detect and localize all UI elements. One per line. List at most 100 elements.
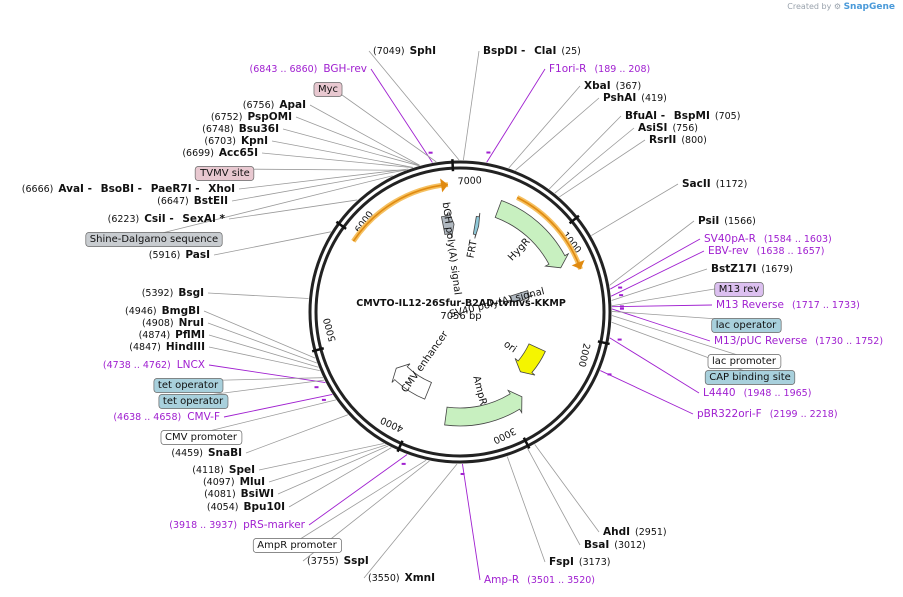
enzyme-position: (4908) (142, 318, 174, 329)
tick-mark (597, 340, 610, 346)
enzyme-name: KpnI (241, 135, 268, 147)
backbone-ring (308, 160, 612, 464)
feature-HygR (494, 199, 570, 269)
leader-line (203, 310, 316, 359)
primer-mark (607, 373, 612, 376)
enzyme-label-BsgI: (5392)BsgI (142, 287, 204, 299)
enzyme-name: PsiI (698, 215, 719, 227)
leader-line (224, 168, 405, 171)
enzyme-position: (7049) (373, 46, 405, 57)
primer-mark (401, 462, 406, 465)
enzyme-name: BsgI (178, 287, 204, 299)
leader-line (258, 443, 384, 471)
feature-tag-tet-operator-1 (153, 378, 224, 393)
feature-label-ori: ori (501, 339, 518, 355)
enzyme-position: (5916) (149, 250, 181, 261)
enzyme-name: SnaBI (208, 447, 242, 459)
leader-line (591, 183, 679, 236)
enzyme-position: (6756) (243, 100, 275, 111)
enzyme-name: XmnI (405, 572, 435, 584)
enzyme-name: BspDI (483, 45, 517, 57)
leader-line (231, 169, 406, 202)
leader-line (368, 50, 460, 161)
enzyme-label-Bsu36I: (6748)Bsu36I (202, 123, 279, 135)
enzyme-name: PasI (185, 249, 210, 261)
leader-line (207, 322, 317, 364)
enzyme-label-XbaI: XbaI(367) (584, 80, 641, 92)
primer-mark (486, 151, 491, 154)
primer-name: EBV-rev (708, 245, 749, 257)
enzyme-label-FspI: FspI (3173) (549, 556, 610, 568)
leader-line (611, 308, 711, 342)
enzyme-name: - (166, 213, 178, 225)
enzyme-label-Bpu10I: (4054)Bpu10I (207, 501, 285, 513)
leader-line (559, 139, 646, 198)
primer-label-CMV-F: (4638 .. 4658)CMV-F (113, 411, 220, 423)
feature-tag-text: M13 rev (719, 284, 760, 295)
primer-position: (4638 .. 4658) (113, 412, 181, 423)
tick-label: 3000 (491, 425, 518, 446)
enzyme-name: RsrII (649, 134, 676, 146)
leader-line (208, 334, 319, 368)
leader-line (309, 104, 421, 166)
enzyme-label-NruI: (4908)NruI (142, 317, 204, 329)
tick-mark (522, 437, 531, 449)
primer-position: (1948 .. 1965) (744, 388, 812, 399)
enzyme-position: (3012) (614, 540, 646, 551)
enzyme-label-AvaI-group: (6666)AvaI - BsoBI - PaeR7I - XhoI (22, 183, 235, 195)
enzyme-label-MluI: (4097)MluI (203, 476, 265, 488)
primer-name: M13/pUC Reverse (714, 335, 807, 347)
feature-tag-tet-operator-2 (158, 394, 229, 409)
primer-label-L4440: L4440 (1948 .. 1965) (703, 387, 811, 399)
enzyme-position: (4054) (207, 502, 239, 513)
primer-name: L4440 (703, 387, 736, 399)
enzyme-name: - (84, 183, 96, 195)
primer-name: F1ori-R (549, 63, 586, 75)
primer-label-pBR322ori-F: pBR322ori-F(2199 .. 2218) (697, 408, 838, 420)
snapgene-watermark: Created by ⚙ SnapGene (787, 2, 895, 12)
plasmid-name: CMVTO-IL12-26Sfur-B2AD-tvmvs-KKMP (356, 298, 566, 309)
enzyme-label-BstZ17I: BstZ17I(1679) (711, 263, 793, 275)
primer-position: (4738 .. 4762) (103, 360, 171, 371)
enzyme-name: BmgBI (162, 305, 200, 317)
leader-line (506, 456, 546, 563)
feature-tag-text: tet operator (163, 396, 224, 407)
enzyme-name: - (192, 183, 204, 195)
enzyme-name: FspI (549, 556, 574, 568)
enzyme-position: (705) (715, 111, 741, 122)
primer-label-EBV-rev: EBV-rev(1638 .. 1657) (708, 245, 825, 257)
leader-line (208, 364, 326, 383)
enzyme-name: BsiWI (241, 488, 274, 500)
enzyme-name: ApaI (279, 99, 306, 111)
enzyme-position: (4874) (139, 330, 171, 341)
enzyme-label-ApaI: (6756) ApaI (243, 99, 306, 111)
feature-tag-AmpR-promoter (252, 538, 342, 553)
leader-line (271, 140, 414, 168)
tick-label: 4000 (379, 414, 406, 434)
primer-name: M13 Reverse (716, 299, 784, 311)
enzyme-name: AsiSI (638, 122, 667, 134)
snapgene-logo-icon: ⚙ (833, 2, 842, 11)
leader-line (548, 115, 622, 190)
enzyme-name: PshAI (603, 92, 636, 104)
primer-mark (619, 305, 624, 308)
enzyme-label-BsiWI: (4081)BsiWI (204, 488, 274, 500)
primer-mark (314, 386, 319, 389)
leader-line (515, 97, 600, 171)
enzyme-name: PaeR7I (151, 183, 192, 195)
enzyme-position: (6752) (211, 112, 243, 123)
enzyme-position: (3173) (579, 557, 611, 568)
feature-label-HygR: HygR (506, 236, 532, 263)
leader-line (611, 268, 708, 301)
enzyme-label-RsrII: RsrII(800) (649, 134, 707, 146)
feature-tag-text: lac operator (716, 320, 777, 331)
enzyme-name: BfuAI (625, 110, 657, 122)
tick-label: 5000 (322, 317, 339, 343)
enzyme-name: SspI (344, 555, 369, 567)
enzyme-label-CsiI-SexAI: (6223)CsiI - SexAI * (108, 213, 226, 225)
leader-line (288, 447, 392, 508)
enzyme-position: (6699) (182, 148, 214, 159)
enzyme-name: BsoBI (101, 183, 134, 195)
feature-label-AmpR: AmpR (470, 375, 488, 407)
